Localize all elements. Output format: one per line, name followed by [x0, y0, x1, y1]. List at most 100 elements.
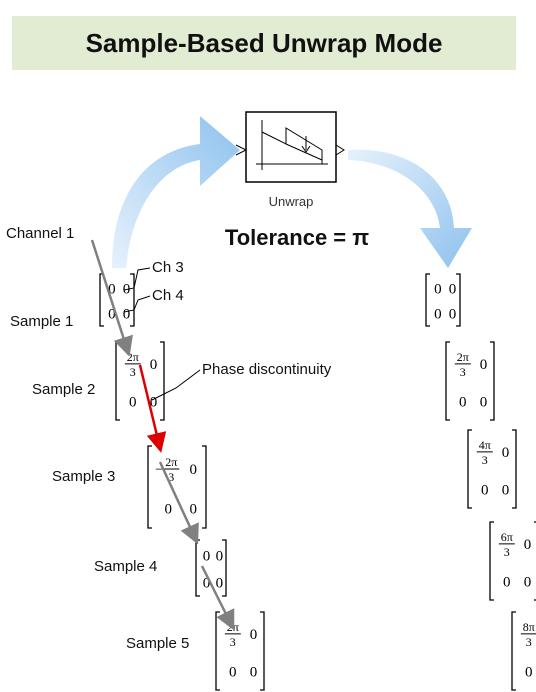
page-title: Sample-Based Unwrap Mode	[85, 28, 443, 58]
output-matrix-1-cell: 0	[434, 282, 442, 298]
sample-4-label: Sample 4	[94, 558, 157, 575]
output-matrix-5-cell: 0	[525, 664, 533, 680]
output-matrix-4-cell-numerator: 6π	[501, 530, 513, 544]
output-arc-arrow	[348, 149, 472, 268]
input-matrix-3-cell-numerator: 2π	[165, 455, 177, 469]
input-matrix-2-left-bracket	[115, 341, 120, 421]
output-matrix-1-right-bracket	[456, 273, 461, 327]
input-matrix-5-cell: 0	[229, 664, 237, 680]
input-matrix-2-cell: 0	[129, 394, 137, 410]
input-matrix-5-cell: 0	[250, 627, 258, 643]
sample-5-label: Sample 5	[126, 635, 189, 652]
input-matrix-4-cell: 0	[203, 576, 211, 592]
input-matrix-2-right-bracket	[160, 341, 165, 421]
input-matrix-2-cell-numerator: 2π	[127, 350, 139, 364]
input-matrix-3-cell: 0	[189, 501, 197, 517]
output-matrix-5: 8π3000	[511, 611, 536, 691]
output-matrix-4-cell: 0	[524, 537, 532, 553]
input-matrix-5-cell: 0	[250, 664, 258, 680]
unwrap-block: Unwrap	[235, 111, 345, 209]
input-matrix-5-right-bracket	[260, 611, 265, 691]
channel1-label: Channel 1	[6, 225, 74, 242]
output-matrix-4-left-bracket	[489, 521, 494, 601]
input-matrix-1-cell: 0	[123, 307, 131, 323]
output-matrix-3-cell: 0	[481, 482, 489, 498]
output-matrix-2-cell-numerator: 2π	[457, 350, 469, 364]
output-matrix-2-cell: 0	[480, 357, 488, 373]
input-matrix-3-right-bracket	[202, 445, 207, 529]
trace-arrow-3	[158, 461, 199, 545]
ch3-leader	[123, 267, 151, 291]
input-matrix-2-cell: 0	[150, 394, 158, 410]
input-matrix-4-cell: 0	[216, 576, 224, 592]
output-matrices: 00002π30004π30006π30008π3000	[425, 273, 536, 691]
output-matrix-4-cell: 0	[524, 574, 532, 590]
input-matrix-4-cell: 0	[203, 549, 211, 565]
output-matrix-3-cell-denominator: 3	[482, 453, 488, 467]
input-matrix-4-right-bracket	[222, 539, 227, 597]
output-matrix-1-left-bracket	[425, 273, 430, 327]
input-matrix-4-left-bracket	[195, 539, 200, 597]
input-matrix-1-cell: 0	[108, 307, 116, 323]
input-matrix-3-cell-sign: −	[155, 462, 163, 478]
ch4-leader	[123, 295, 151, 313]
output-matrix-3-right-bracket	[512, 429, 517, 509]
output-matrix-2-cell-denominator: 3	[460, 365, 466, 379]
phase-discontinuity-leader	[151, 369, 201, 401]
output-matrix-1-cell: 0	[434, 307, 442, 323]
output-matrix-2-right-bracket	[490, 341, 495, 421]
input-arc-arrow	[112, 116, 240, 268]
output-matrix-3-cell: 0	[502, 445, 510, 461]
tolerance-label: Tolerance = π	[225, 225, 369, 250]
output-matrix-4-cell: 0	[503, 574, 511, 590]
output-matrix-2-cell: 0	[480, 394, 488, 410]
input-matrix-1-cell: 0	[108, 282, 116, 298]
output-matrix-3-left-bracket	[467, 429, 472, 509]
trace-arrow-4	[200, 565, 235, 631]
input-matrix-5-cell-denominator: 3	[230, 635, 236, 649]
input-matrix-3-left-bracket	[147, 445, 152, 529]
output-matrix-1-cell: 0	[449, 307, 457, 323]
input-matrix-1-cell: 0	[123, 282, 131, 298]
output-matrix-5-cell-denominator: 3	[526, 635, 532, 649]
output-matrix-4-cell-denominator: 3	[504, 545, 510, 559]
sample-2-label: Sample 2	[32, 381, 95, 398]
unwrap-block-icon	[256, 120, 328, 170]
output-matrix-2-left-bracket	[445, 341, 450, 421]
discontinuity-arrow	[138, 364, 167, 453]
input-matrix-3-cell: 0	[189, 462, 197, 478]
phase-discontinuity-label: Phase discontinuity	[202, 361, 332, 378]
input-matrix-4-cell: 0	[216, 549, 224, 565]
sample-3-label: Sample 3	[52, 468, 115, 485]
output-matrix-1-cell: 0	[449, 282, 457, 298]
input-matrix-3-cell: 0	[165, 501, 173, 517]
output-matrix-3-cell: 0	[502, 482, 510, 498]
output-matrix-3-cell-numerator: 4π	[479, 438, 491, 452]
input-matrix-2-cell: 0	[150, 357, 158, 373]
trace-arrow-1	[90, 239, 133, 357]
ch3-label: Ch 3	[152, 259, 184, 276]
unwrap-block-label: Unwrap	[269, 194, 314, 209]
output-matrix-5-cell-numerator: 8π	[523, 620, 535, 634]
ch4-label: Ch 4	[152, 287, 184, 304]
input-matrix-2-cell-denominator: 3	[130, 365, 136, 379]
output-matrix-5-left-bracket	[511, 611, 516, 691]
sample-1-label: Sample 1	[10, 313, 73, 330]
input-matrix-1-left-bracket	[99, 273, 104, 327]
input-matrix-5-left-bracket	[215, 611, 220, 691]
title-banner: Sample-Based Unwrap Mode	[12, 16, 516, 70]
output-matrix-2-cell: 0	[459, 394, 467, 410]
input-matrix-3-cell-denominator: 3	[168, 470, 174, 484]
input-matrix-1-right-bracket	[130, 273, 135, 327]
